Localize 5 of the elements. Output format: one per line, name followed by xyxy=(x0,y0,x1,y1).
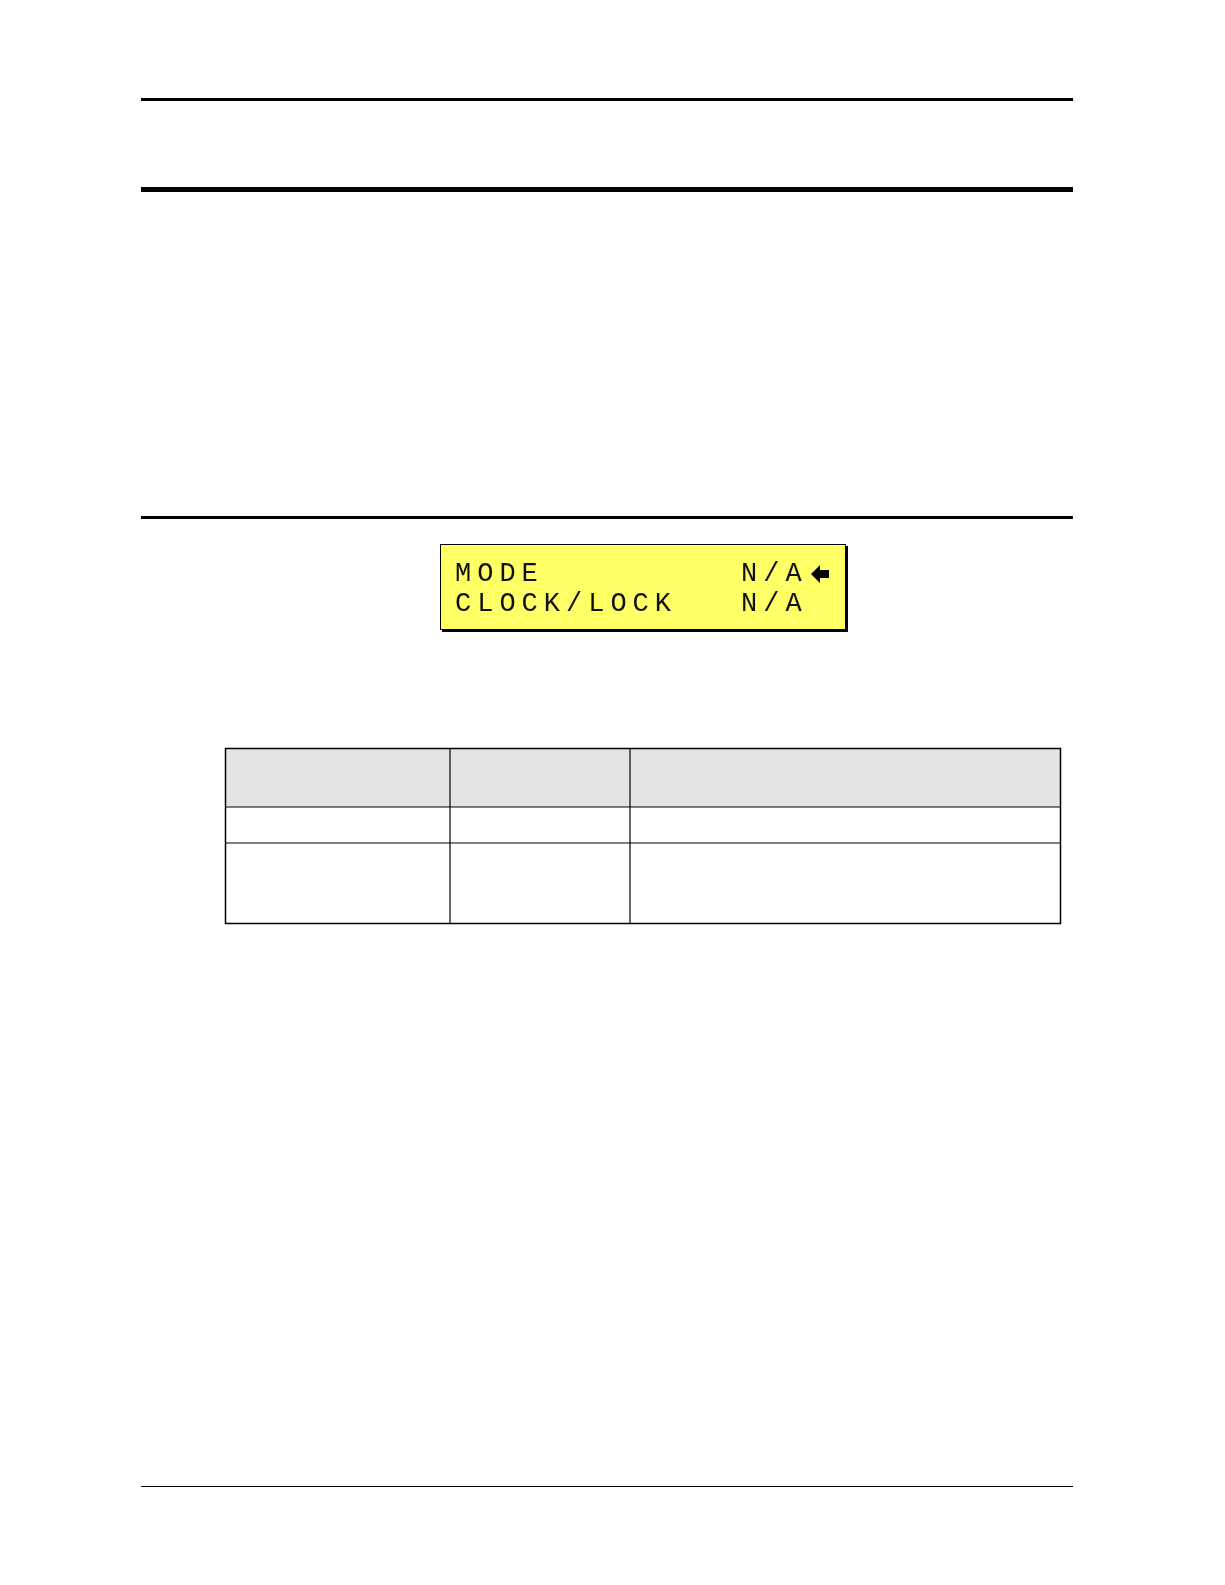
lcd-display xyxy=(440,544,846,630)
lcd-text: MODE xyxy=(455,559,544,589)
lcd-text: N/A xyxy=(741,559,808,589)
lcd-text: CLOCK/LOCK xyxy=(455,589,678,619)
lcd-text: N/A xyxy=(741,589,808,619)
